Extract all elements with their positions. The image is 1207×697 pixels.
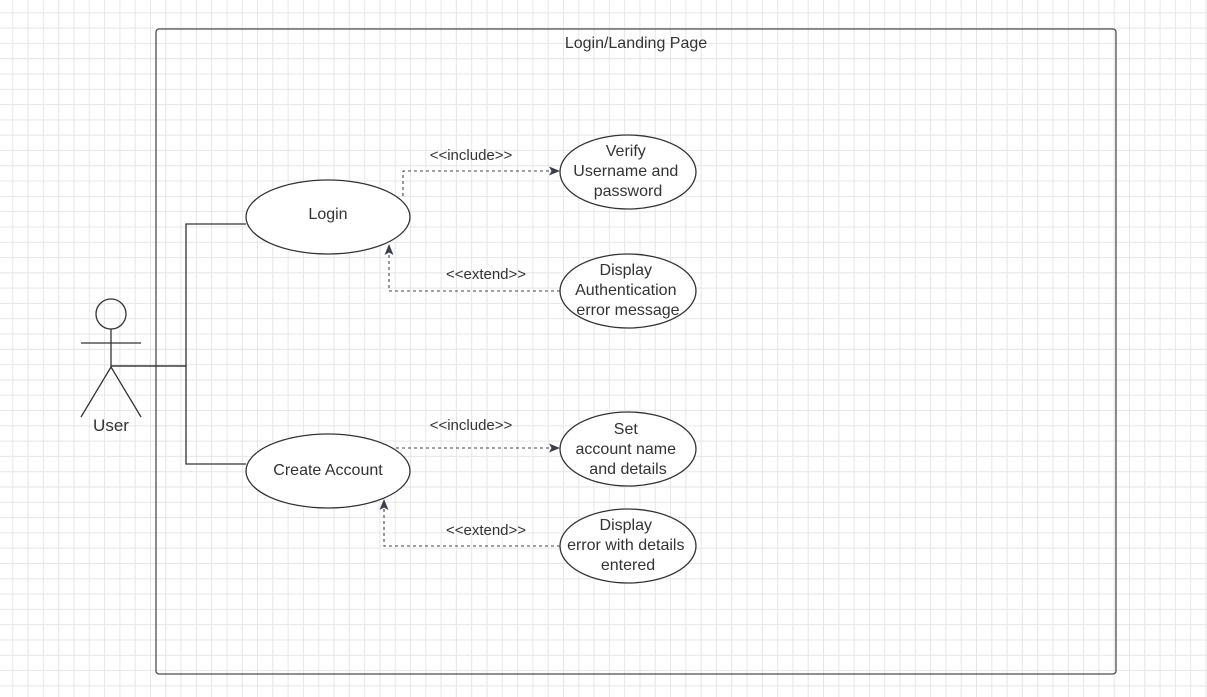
actor-user[interactable]: User <box>80 298 142 435</box>
extend-display-details-create-account-arrowhead <box>379 499 389 510</box>
use-case-create-account[interactable]: Create Account <box>245 433 411 509</box>
use-case-display-auth-line-3: error message <box>576 302 679 319</box>
actor-label: User <box>93 416 129 435</box>
include-label-2: <<include>> <box>430 417 513 434</box>
svg-text:Login: Login <box>308 206 347 223</box>
use-case-login-ellipse <box>245 179 411 255</box>
extend-label-2: <<extend>> <box>446 522 526 539</box>
use-case-verify-line-1: Verify <box>606 143 646 160</box>
use-case-display-auth-error-ellipse <box>559 253 697 329</box>
actor-right-leg <box>110 366 142 418</box>
svg-text:Display error with detai: Display error with details entered <box>567 517 689 574</box>
use-case-set-account-line-3: and details <box>589 461 666 478</box>
use-case-display-details-error[interactable]: Display error with details entered <box>559 508 697 584</box>
svg-text:Display Authentication: Display Authentication error message <box>575 262 681 319</box>
use-case-display-details-line-1: Display <box>600 517 652 534</box>
use-case-login-text: Login <box>308 206 347 223</box>
include-login-verify-arrowhead <box>549 166 560 176</box>
actor-left-leg <box>80 366 112 418</box>
use-case-verify-line-2: Username and <box>573 163 678 180</box>
association-user-create-account[interactable] <box>111 365 246 465</box>
include-label-1: <<include>> <box>430 147 513 164</box>
use-case-display-auth-error[interactable]: Display Authentication error message <box>559 253 697 329</box>
use-case-set-account-line-1: Set <box>614 421 639 438</box>
use-case-create-account-ellipse <box>245 433 411 509</box>
include-create-account-set-arrowhead <box>549 443 560 453</box>
use-case-create-account-text: Create Account <box>273 462 383 479</box>
use-case-verify-ellipse <box>559 134 697 210</box>
extend-label-1: <<extend>> <box>446 266 526 283</box>
svg-text:Verify Username and: Verify Username and password <box>573 143 682 200</box>
use-case-set-account-ellipse <box>559 411 697 487</box>
system-boundary[interactable] <box>155 28 1117 675</box>
use-case-display-details-line-2: error with details <box>567 537 684 554</box>
use-case-display-auth-line-1: Display <box>600 262 652 279</box>
svg-text:Set account name a: Set account name and details <box>576 421 681 478</box>
actor-head <box>95 298 127 330</box>
use-case-display-details-error-ellipse <box>559 508 697 584</box>
svg-text:Create Account: Create Account <box>273 462 383 479</box>
include-login-verify[interactable] <box>402 170 550 196</box>
use-case-display-auth-line-2: Authentication <box>575 282 676 299</box>
use-case-set-account-line-2: account name <box>576 441 677 458</box>
association-user-login[interactable] <box>111 223 246 367</box>
use-case-login[interactable]: Login <box>245 179 411 255</box>
extend-display-auth-login[interactable] <box>388 254 560 292</box>
use-case-set-account[interactable]: Set account name and details <box>559 411 697 487</box>
extend-display-auth-login-arrowhead <box>384 244 394 255</box>
use-case-verify-line-3: password <box>594 183 662 200</box>
extend-display-details-create-account[interactable] <box>383 509 560 547</box>
use-case-verify[interactable]: Verify Username and password <box>559 134 697 210</box>
use-case-display-details-line-3: entered <box>601 557 655 574</box>
system-boundary-title: Login/Landing Page <box>565 35 707 52</box>
